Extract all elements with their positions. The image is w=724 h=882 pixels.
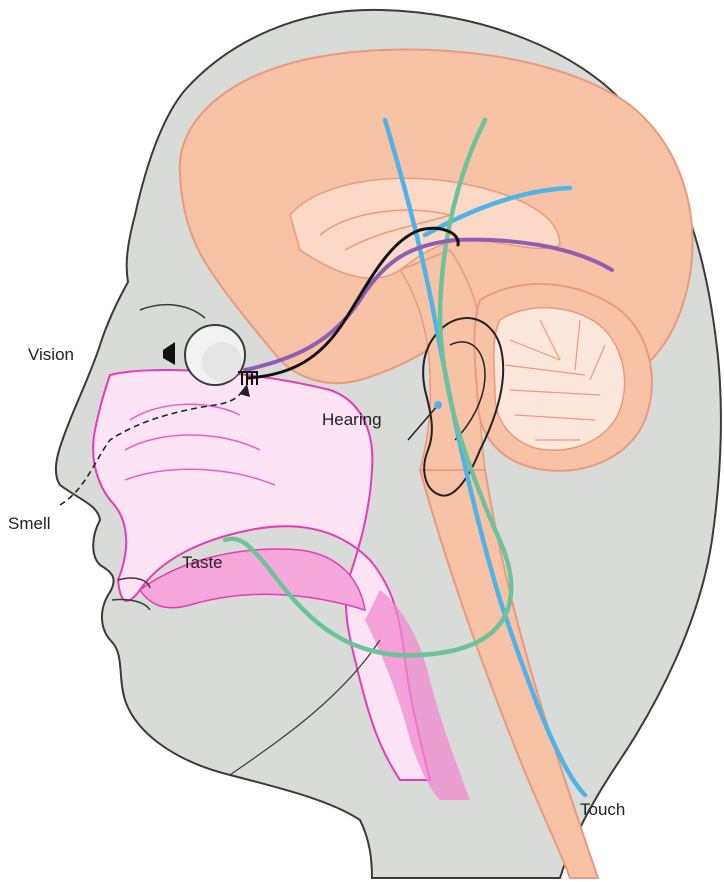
hearing-dot [434, 401, 442, 409]
label-hearing: Hearing [322, 410, 382, 430]
eyeball-shading [202, 342, 242, 382]
label-touch: Touch [580, 800, 625, 820]
cerebellum-white-matter [494, 308, 625, 451]
label-smell: Smell [8, 514, 51, 534]
label-taste: Taste [182, 553, 223, 573]
label-vision: Vision [28, 345, 74, 365]
